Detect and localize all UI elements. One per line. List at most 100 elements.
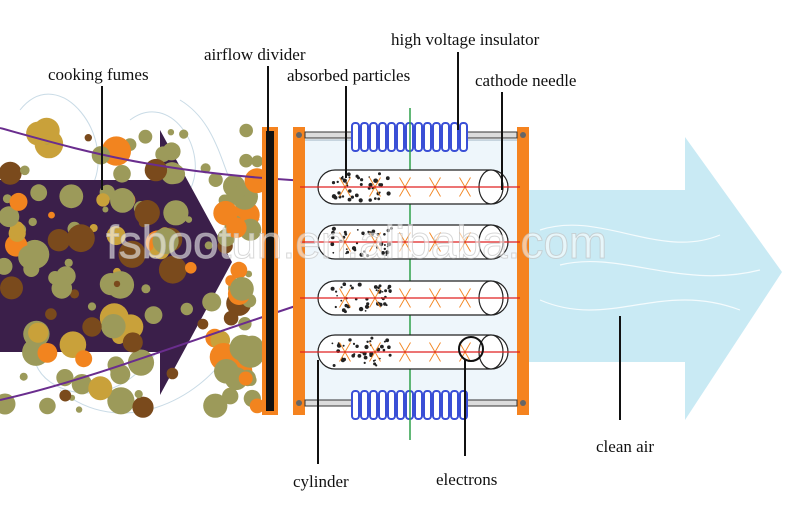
- insulator-ring: [432, 122, 441, 152]
- discharge-ray: [399, 342, 406, 353]
- absorbed-dot: [385, 338, 390, 343]
- absorbed-dot: [363, 361, 366, 364]
- insulator-ring: [441, 390, 450, 420]
- particle: [47, 229, 71, 252]
- discharge-ray: [434, 288, 441, 299]
- absorbed-dot: [373, 178, 378, 183]
- insulator-ring: [360, 122, 369, 152]
- absorbed-dot: [377, 286, 380, 290]
- particle: [113, 280, 121, 288]
- absorbed-dot: [330, 286, 335, 291]
- absorbed-dot: [340, 176, 344, 180]
- discharge-ray: [459, 232, 466, 243]
- absorbed-dot: [341, 175, 344, 178]
- discharge-ray: [339, 297, 346, 308]
- discharge-ray: [429, 342, 436, 353]
- particle: [167, 129, 175, 136]
- particle: [113, 165, 131, 183]
- absorbed-dot: [384, 289, 388, 293]
- clean-air-swirls: [539, 224, 761, 311]
- particle: [214, 359, 239, 384]
- label-clean-air: clean air: [596, 437, 654, 456]
- insulator-ring: [459, 122, 468, 152]
- particle: [138, 129, 153, 144]
- insulator-ring: [441, 122, 450, 152]
- particle: [204, 241, 213, 250]
- absorbed-dot: [355, 344, 359, 348]
- particle: [75, 350, 93, 368]
- absorbed-dot: [383, 247, 386, 251]
- particle: [107, 387, 135, 415]
- absorbed-dot: [348, 189, 352, 193]
- discharge-ray: [374, 177, 381, 188]
- airflow-divider-plate: [266, 131, 274, 411]
- discharge-ray: [404, 241, 411, 252]
- particle: [226, 217, 247, 238]
- particle: [180, 302, 193, 316]
- discharge-ray: [344, 342, 351, 353]
- absorbed-dot: [379, 183, 384, 187]
- absorbed-dot: [330, 242, 335, 247]
- insulator-ring: [387, 122, 396, 152]
- absorbed-dot: [386, 228, 390, 233]
- insulator-ring: [369, 122, 378, 152]
- discharge-ray: [464, 241, 471, 252]
- absorbed-dot: [342, 344, 345, 347]
- absorbed-dot: [373, 285, 378, 289]
- particle: [67, 224, 95, 253]
- particle: [28, 322, 49, 343]
- particle: [226, 184, 239, 197]
- discharge-ray: [369, 232, 376, 243]
- insulator-ring: [432, 390, 441, 420]
- particle: [222, 388, 239, 405]
- absorbed-dot: [377, 197, 381, 201]
- left-frame: [293, 127, 305, 415]
- discharge-ray: [429, 186, 436, 197]
- absorbed-dot: [358, 198, 363, 203]
- particle: [242, 193, 255, 207]
- particle: [48, 211, 55, 219]
- absorbed-dot: [388, 353, 392, 357]
- absorbed-dot: [387, 345, 391, 350]
- particle: [102, 206, 109, 213]
- cylinder-tube: [300, 280, 520, 316]
- discharge-ray: [404, 297, 411, 308]
- discharge-ray: [344, 232, 351, 243]
- absorbed-dot: [343, 230, 347, 234]
- particle: [59, 389, 72, 402]
- label-cathode-needle: cathode needle: [475, 71, 576, 90]
- discharge-ray: [369, 288, 376, 299]
- absorbed-dot: [363, 250, 366, 253]
- absorbed-dot: [334, 305, 337, 309]
- discharge-ray: [339, 177, 346, 188]
- high-voltage-insulators: [351, 122, 468, 420]
- absorbed-dot: [361, 231, 365, 235]
- discharge-ray: [464, 177, 471, 188]
- insulator-ring: [387, 390, 396, 420]
- particle: [223, 310, 239, 326]
- label-airflow-divider: airflow divider: [204, 45, 306, 64]
- insulator-ring: [351, 122, 360, 152]
- absorbed-dot: [378, 284, 382, 288]
- discharge-ray: [434, 297, 441, 308]
- discharge-ray: [374, 232, 381, 243]
- discharge-ray: [464, 351, 471, 362]
- discharge-ray: [369, 177, 376, 188]
- particle: [75, 406, 83, 413]
- discharge-ray: [374, 351, 381, 362]
- absorbed-dot: [383, 340, 386, 343]
- particle: [9, 192, 28, 211]
- discharge-ray: [404, 342, 411, 353]
- label-absorbed-particles: absorbed particles: [287, 66, 410, 85]
- particle: [0, 206, 20, 228]
- discharge-ray: [459, 288, 466, 299]
- absorbed-dot: [342, 282, 347, 287]
- electrons-marker: [458, 336, 484, 362]
- particle: [106, 226, 126, 246]
- discharge-ray: [459, 186, 466, 197]
- particle: [197, 318, 209, 330]
- cooking-fumes-arrow: [0, 130, 232, 395]
- particle: [82, 317, 102, 337]
- particle: [158, 255, 187, 284]
- discharge-ray: [459, 241, 466, 252]
